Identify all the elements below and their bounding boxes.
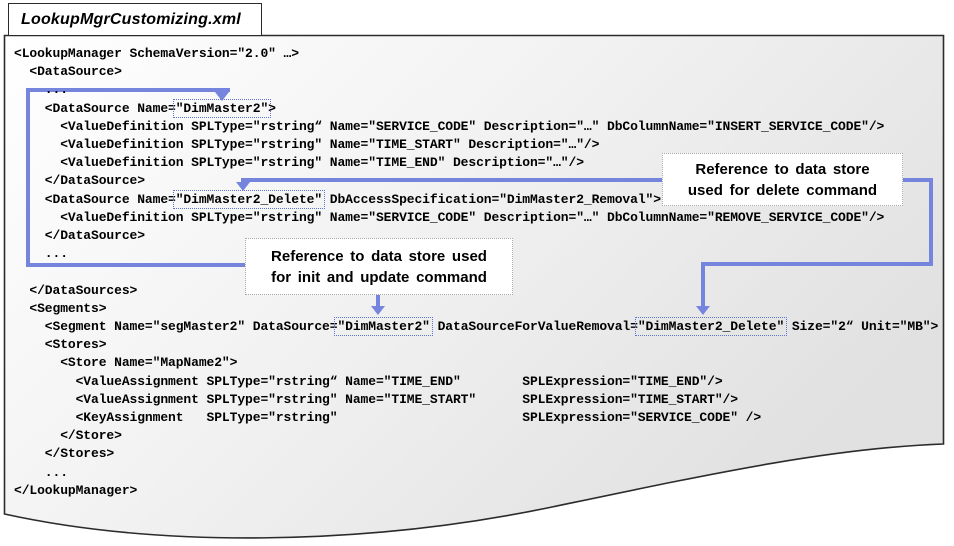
code-text: </DataSources> [14,282,138,298]
code-text: <LookupManager SchemaVersion="2.0" …> [14,46,299,61]
code-line: </Stores> [14,445,938,463]
code-line: <ValueDefinition SPLType="rstring" Name=… [14,136,938,154]
connector-init-top-edge [26,88,230,92]
code-text: ... [14,464,68,480]
arrow-to-dimmaster2delete-segment-icon [696,306,710,315]
file-tab-title: LookupMgrCustomizing.xml [21,10,241,28]
highlighted-token-box: "DimMaster2_Delete" [172,189,326,209]
callout-init-line2: for init and update command [271,268,487,286]
code-text: <Segment Name="segMaster2" DataSource= [14,319,338,335]
code-line: ... [14,81,938,99]
code-line: </DataSources> [14,282,938,300]
code-text: <KeyAssignment SPLType="rstring" SPLExpr… [14,410,762,426]
callout-init-line1: Reference to data store used [271,247,487,265]
code-text: </Stores> [14,446,115,462]
code-line: <KeyAssignment SPLType="rstring" SPLExpr… [14,409,938,427]
code-text: <ValueDefinition SPLType="rstring" Name=… [14,209,885,225]
code-text: </Store> [14,428,122,444]
code-text: <ValueDefinition SPLType="rstring" Name=… [14,155,584,171]
code-line: <DataSource Name="DimMaster2"> [14,98,938,118]
code-line: <Stores> [14,336,938,354]
code-text: <DataSource Name= [14,100,176,116]
code-text: <ValueAssignment SPLType="rstring“ Name=… [14,373,723,389]
arrow-to-dimmaster2delete-datasource-icon [236,182,250,191]
callout-init-update-command: Reference to data store used for init an… [245,238,513,295]
code-text: > [268,100,276,116]
xml-code: <LookupManager SchemaVersion="2.0" …> <D… [14,45,938,500]
highlighted-token-box: "DimMaster2" [172,98,272,118]
code-line: </DataSource> [14,227,938,245]
code-line: <ValueAssignment SPLType="rstring" Name=… [14,391,938,409]
code-text: </DataSource> [14,173,145,189]
connector-init-bottom-edge [26,263,245,267]
code-text: </DataSource> [14,228,145,244]
code-text: Size="2“ Unit="MB"> [784,319,939,335]
callout-delete-command: Reference to data store used for delete … [662,153,903,206]
code-line: <ValueDefinition SPLType="rstring" Name=… [14,209,938,227]
code-line: <ValueAssignment SPLType="rstring“ Name=… [14,373,938,391]
code-text: <ValueDefinition SPLType="rstring“ Name=… [14,118,885,134]
code-line: </Store> [14,427,938,445]
code-line: </DataSource> [14,172,938,190]
code-text: <Segments> [14,300,107,316]
arrow-to-dimmaster2-datasource-icon [215,92,229,101]
connector-delete-top-edge [241,178,933,182]
connector-init-callout-stem [376,295,380,308]
code-text: DbAccessSpecification="DimMaster2_Remova… [322,191,661,207]
connector-delete-down-edge [701,262,705,308]
code-line: <DataSource> [14,63,938,81]
code-text: </LookupManager> [14,482,138,498]
connector-delete-right-edge [929,178,933,266]
code-text: ... [14,82,68,98]
code-line: ... [14,245,938,263]
code-text: <ValueAssignment SPLType="rstring" Name=… [14,391,738,407]
code-line: </LookupManager> [14,482,938,500]
code-text: <Stores> [14,337,107,353]
code-line: <DataSource Name="DimMaster2_Delete" DbA… [14,189,938,209]
code-line: <Segment Name="segMaster2" DataSource="D… [14,317,939,337]
connector-init-left-edge [26,88,30,267]
code-line: <LookupManager SchemaVersion="2.0" …> [14,45,938,63]
code-line: ... [14,464,938,482]
callout-delete-line2: used for delete command [687,181,878,199]
code-text: <ValueDefinition SPLType="rstring" Name=… [14,137,600,153]
code-line: <ValueDefinition SPLType="rstring" Name=… [14,154,938,172]
code-text: <Store Name="MapName2"> [14,355,238,371]
callout-delete-line1: Reference to data store [695,160,870,178]
connector-delete-middle-edge [701,262,933,266]
code-text: <DataSource> [14,64,122,80]
code-text [14,264,22,279]
code-text: <DataSource Name= [14,191,176,207]
code-line: <Segments> [14,300,938,318]
file-tab: LookupMgrCustomizing.xml [8,3,262,36]
highlighted-token-box: "DimMaster2_Delete" [634,317,788,337]
code-text: DataSourceForValueRemoval= [429,319,638,335]
code-line: <Store Name="MapName2"> [14,354,938,372]
arrow-to-dimmaster2-segment-icon [371,306,385,315]
highlighted-token-box: "DimMaster2" [334,317,433,337]
code-text: ... [14,246,68,262]
code-line: <ValueDefinition SPLType="rstring“ Name=… [14,118,938,136]
